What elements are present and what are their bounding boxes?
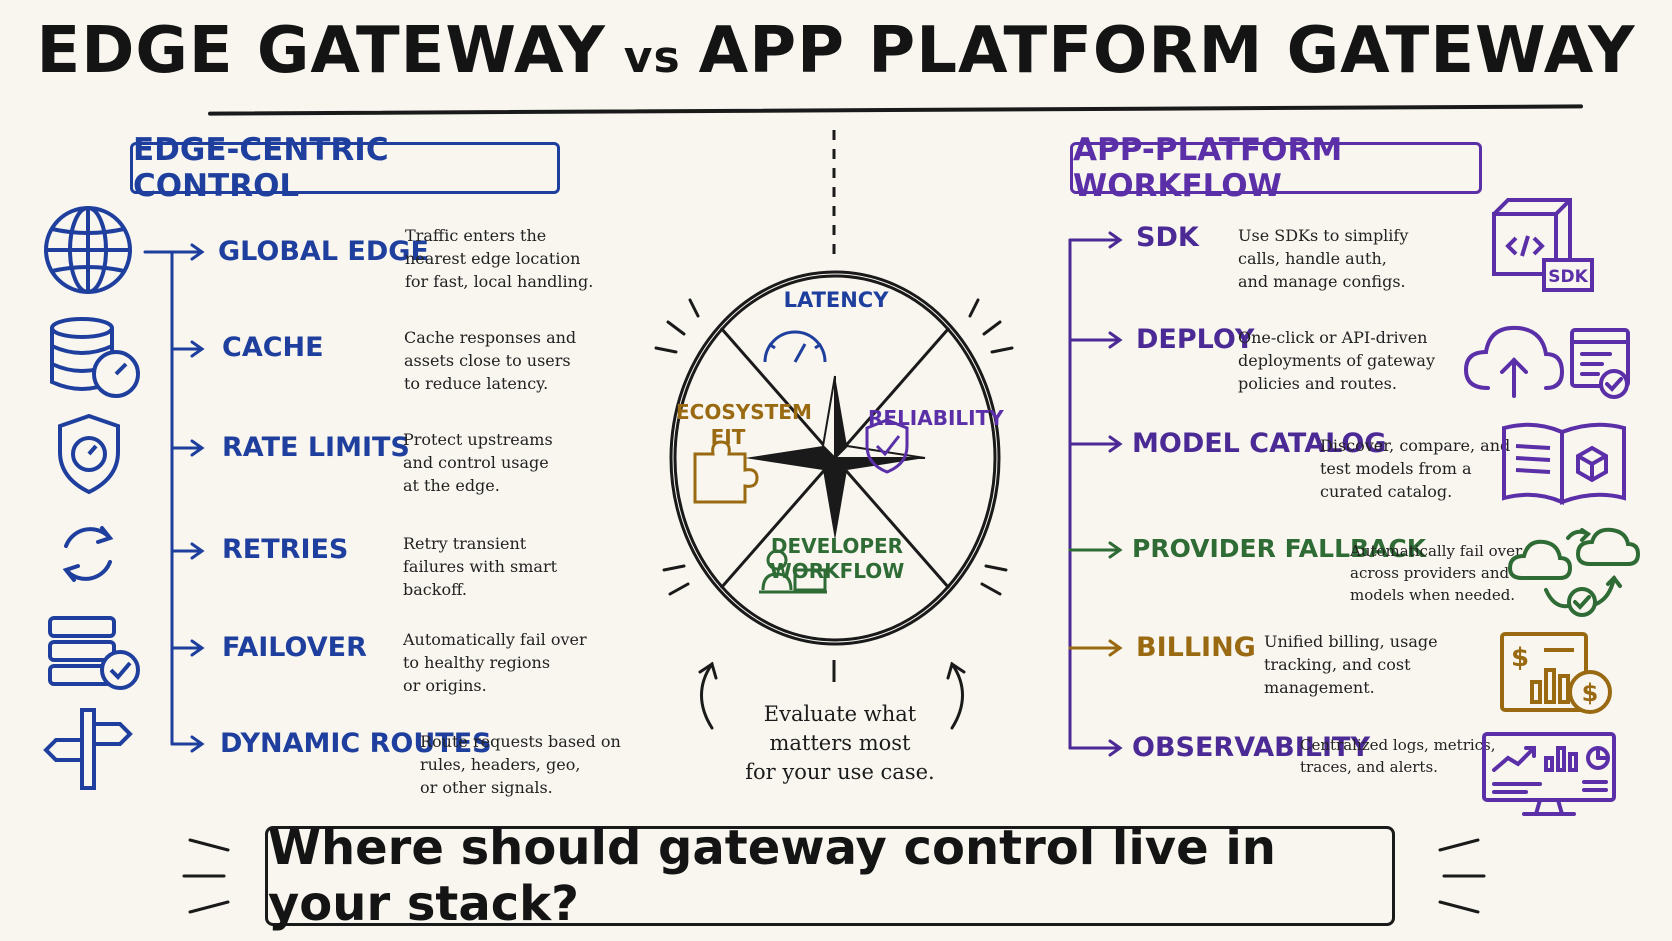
gauge-icon <box>763 330 827 363</box>
right-label-deploy: DEPLOY <box>1136 324 1255 355</box>
server-check-icon <box>48 616 140 690</box>
puzzle-icon <box>693 440 759 504</box>
book-cube-icon <box>1502 422 1626 506</box>
globe-icon <box>44 206 132 294</box>
signpost-icon <box>43 708 133 790</box>
decision-wheel <box>669 270 1001 646</box>
left-label-global-edge: GLOBAL EDGE <box>218 236 429 267</box>
left-label-retries: RETRIES <box>222 534 349 565</box>
right-label-provider-fallback: PROVIDER FALLBACK <box>1132 534 1427 563</box>
cloud-upload-icon <box>1463 325 1630 399</box>
shield-check-icon <box>865 418 909 474</box>
right-label-billing: BILLING <box>1136 632 1256 663</box>
right-label-sdk: SDK <box>1136 222 1199 253</box>
left-label-cache: CACHE <box>222 332 324 363</box>
title-app: APP PLATFORM GATEWAY <box>698 14 1636 88</box>
right-label-observability: OBSERVABILITY <box>1132 732 1371 763</box>
question-text: Where should gateway control live in you… <box>268 820 1276 932</box>
database-clock-icon <box>50 317 140 398</box>
wheel-latency: LATENCY <box>783 288 889 312</box>
title-edge: EDGE GATEWAY <box>36 14 606 88</box>
billing-chart-icon: $ $ <box>1500 632 1612 714</box>
svg-text:$: $ <box>1582 679 1599 707</box>
left-label-rate-limits: RATE LIMITS <box>222 432 410 463</box>
refresh-icon <box>62 526 114 582</box>
sdk-badge-label: SDK <box>1548 267 1588 287</box>
question-box: Where should gateway control live in you… <box>265 820 1395 932</box>
svg-text:$: $ <box>1511 643 1529 673</box>
developer-laptop-icon <box>759 549 827 594</box>
monitor-dashboard-icon <box>1482 732 1616 816</box>
title-vs: vs <box>623 32 681 83</box>
right-label-model-catalog: MODEL CATALOG <box>1132 428 1387 459</box>
sdk-box-icon: SDK <box>1492 198 1594 292</box>
compass-star-icon <box>745 375 926 540</box>
right-desc-observability: Centralized logs, metrics,traces, and al… <box>1300 736 1496 776</box>
left-label-dynamic-routes: DYNAMIC ROUTES <box>220 728 492 759</box>
wheel-reliability: RELIABILITY <box>868 406 1004 430</box>
shield-gauge-icon <box>58 413 120 495</box>
page-title: EDGE GATEWAY vs APP PLATFORM GATEWAY <box>0 14 1672 88</box>
left-label-failover: FAILOVER <box>222 632 367 663</box>
cloud-swap-icon <box>1507 527 1641 617</box>
